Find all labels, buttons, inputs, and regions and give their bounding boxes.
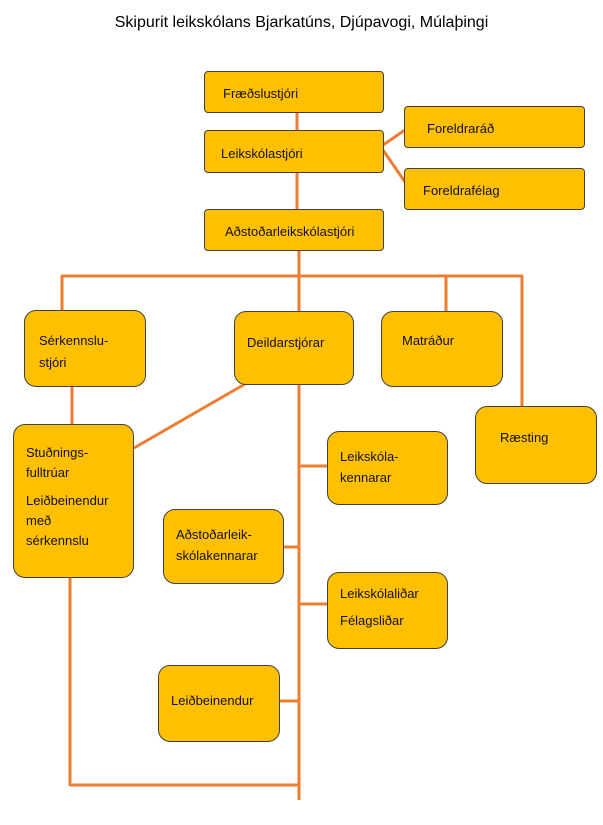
connector-leikskolastjori-foreldrafelag (381, 149, 407, 183)
box-foreldraraad: Foreldraráð (404, 106, 585, 148)
box-leikskolakennarar: Leikskóla- kennarar (327, 431, 448, 505)
box-studningsfulltruar: Stuðnings- fulltrúar Leiðbeinendur með s… (13, 424, 134, 578)
connector-leikskolastjori-foreldraraad (382, 128, 406, 147)
box-studningsfulltruar-line5: sérkennslu (26, 533, 89, 548)
box-leikskolalidar-line2: Félagsliðar (340, 613, 404, 628)
box-studningsfulltruar-line3: Leiðbeinendur (26, 493, 109, 508)
box-leikskolakennarar-line1: Leikskóla- (340, 449, 399, 464)
box-deildarstjorar-label: Deildarstjórar (247, 335, 325, 350)
box-leikskolalidar-line1: Leikskólaliðar (340, 586, 419, 601)
box-raesting-label: Ræsting (500, 430, 549, 445)
box-leikskolastjori: Leikskólastjóri (204, 130, 384, 173)
box-deildarstjorar: Deildarstjórar (234, 311, 354, 385)
box-studningsfulltruar-line2: fulltrúar (26, 465, 70, 480)
box-serkennslustjori-line2: stjóri (39, 355, 67, 370)
box-raesting: Ræsting (475, 406, 597, 484)
box-serkennslustjori-line1: Sérkennslu- (39, 333, 109, 348)
box-serkennslustjori: Sérkennslu- stjóri (24, 310, 146, 387)
box-fraedslustjori: Fræðslustjóri (204, 71, 384, 113)
box-adstodarleikskolakennarar: Aðstoðarleik- skólakennarar (163, 509, 284, 584)
box-leidbeinendur-label: Leiðbeinendur (171, 693, 254, 708)
box-studningsfulltruar-line4: með (26, 513, 52, 528)
connector-deildarstjorar-studnings (133, 382, 246, 450)
box-leikskolastjori-label: Leikskólastjóri (221, 146, 303, 161)
box-matradur: Matráður (381, 311, 503, 387)
box-adstodarleikskolakennarar-line1: Aðstoðarleik- (176, 527, 252, 542)
box-foreldraraad-label: Foreldraráð (427, 121, 495, 136)
box-adstodarleikskolakennarar-line2: skólakennarar (176, 548, 258, 563)
box-foreldrafelag-label: Foreldrafélag (423, 183, 500, 198)
box-foreldrafelag: Foreldrafélag (404, 168, 585, 210)
box-adstodarleikskolastjori: Aðstoðarleikskólastjóri (204, 209, 384, 251)
box-leikskolalidar: Leikskólaliðar Félagsliðar (327, 572, 448, 649)
box-studningsfulltruar-line1: Stuðnings- (26, 445, 89, 460)
chart-title: Skipurit leikskólans Bjarkatúns, Djúpavo… (114, 14, 489, 31)
box-adstodarleikskolastjori-label: Aðstoðarleikskólastjóri (225, 224, 355, 239)
box-matradur-label: Matráður (402, 333, 455, 348)
box-leikskolakennarar-line2: kennarar (340, 470, 392, 485)
box-leidbeinendur: Leiðbeinendur (158, 665, 280, 742)
box-fraedslustjori-label: Fræðslustjóri (223, 86, 299, 101)
